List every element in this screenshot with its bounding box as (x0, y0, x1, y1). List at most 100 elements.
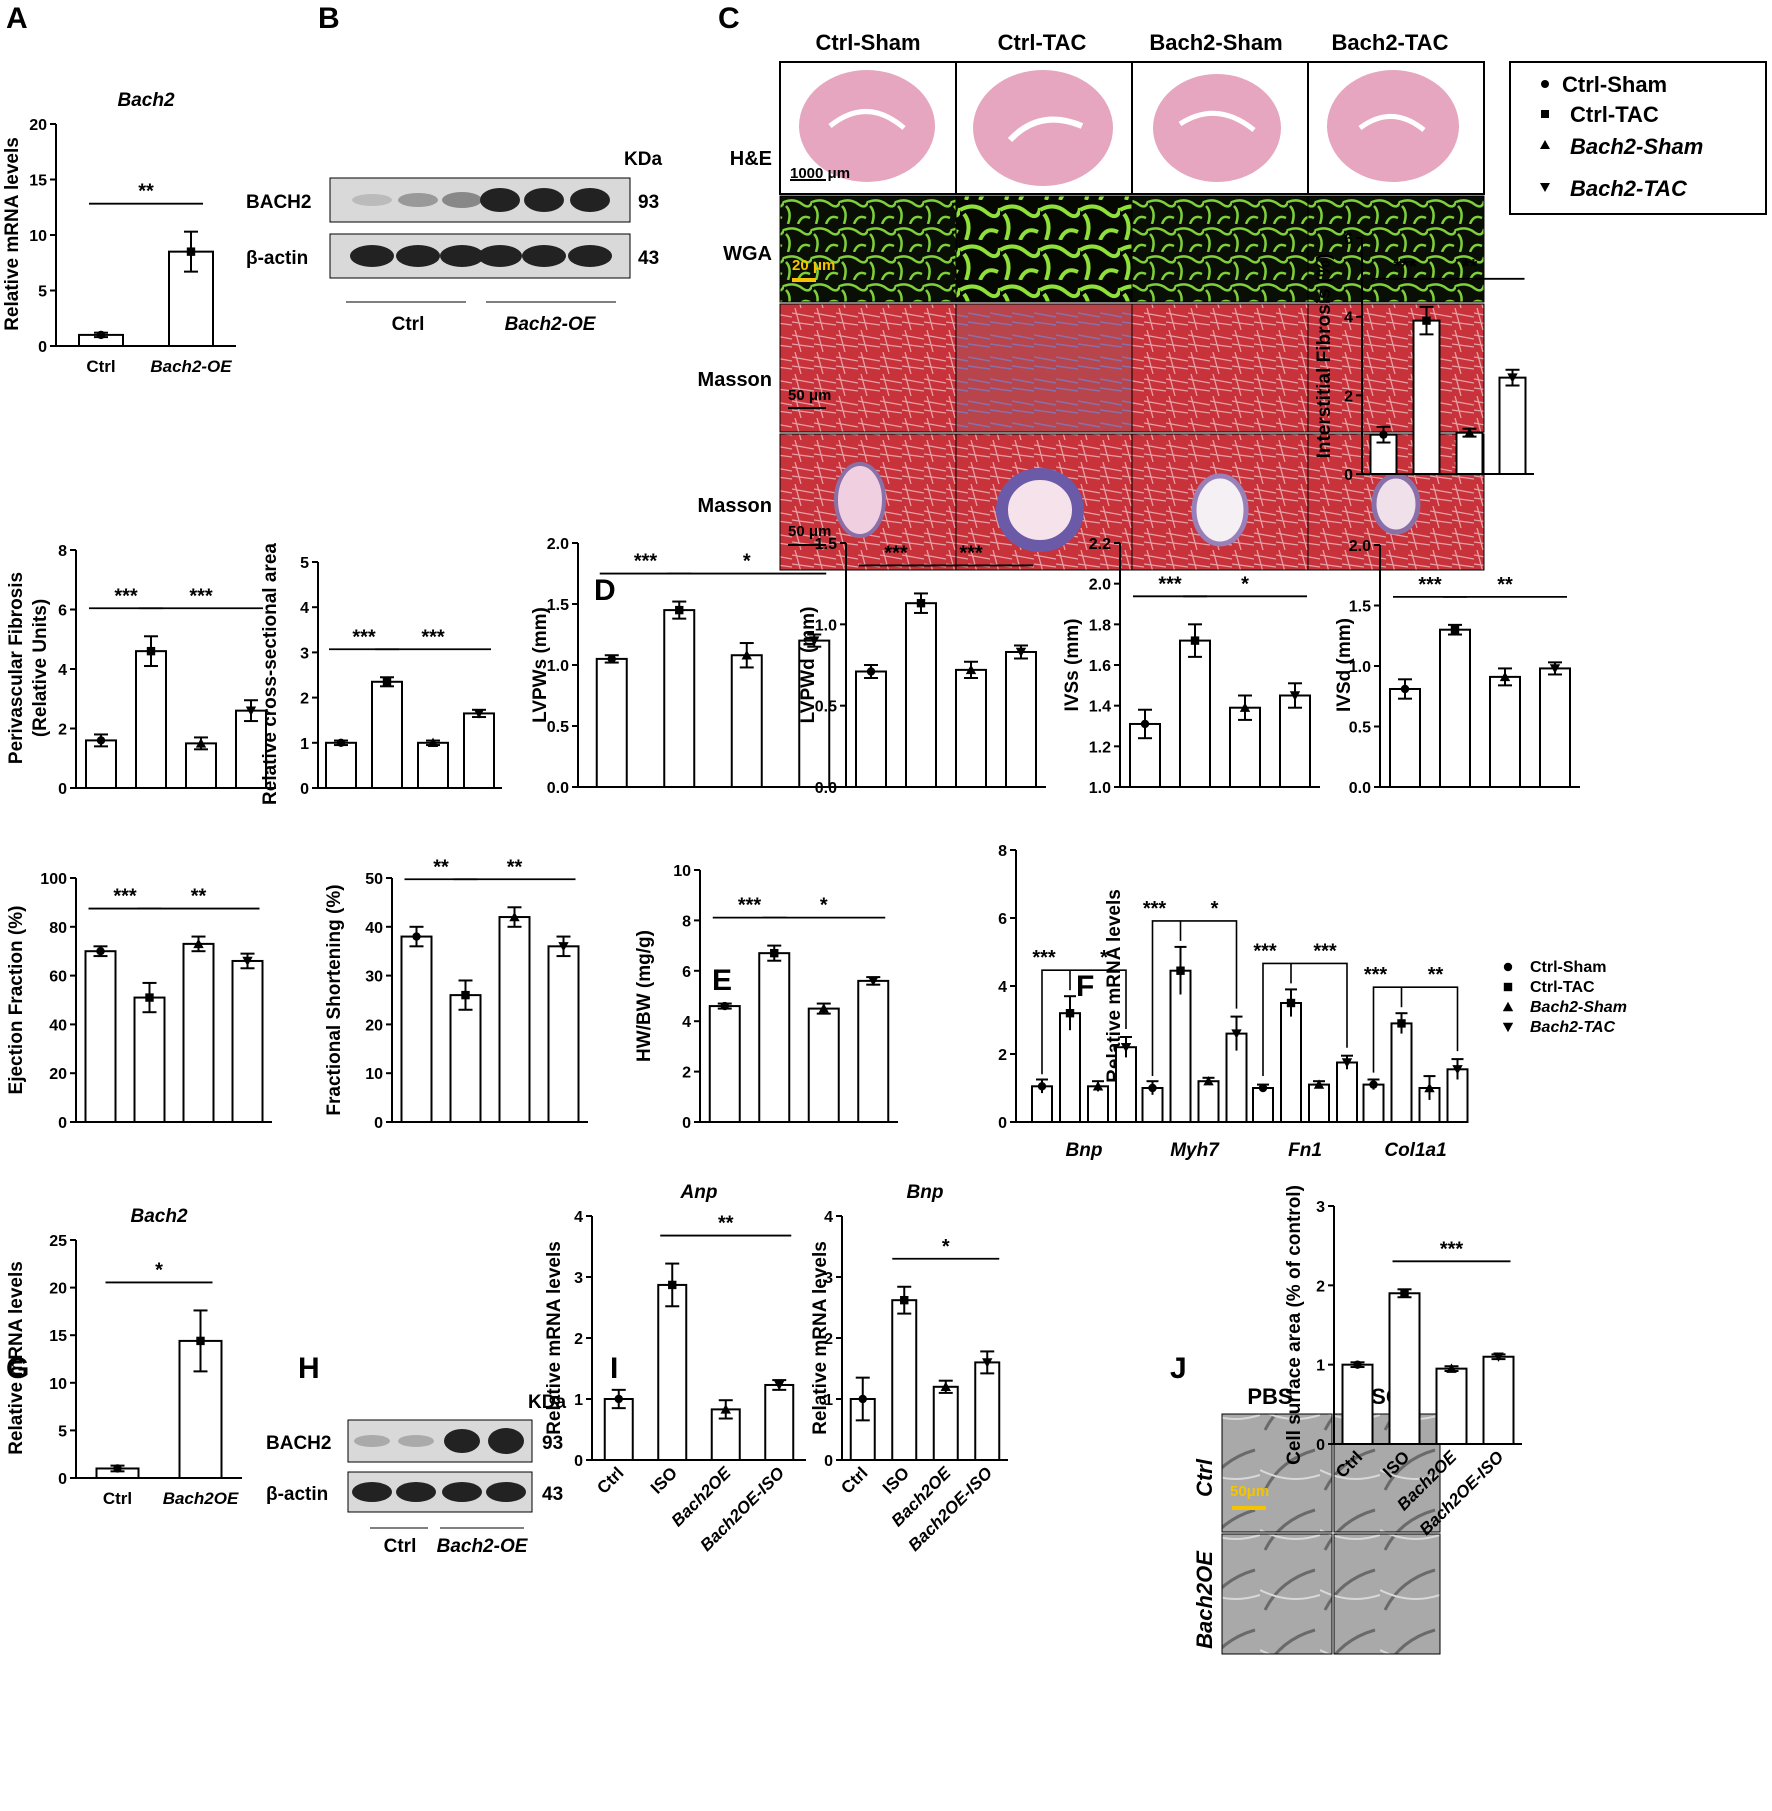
data-point (1015, 647, 1027, 658)
blot-b-size-93: 93 (638, 192, 659, 213)
y-tick-label: 0.0 (1349, 780, 1371, 797)
data-point (1140, 719, 1150, 729)
blot-h-size-43: 43 (542, 1484, 563, 1505)
x-tick-label: Ctrl (103, 1489, 132, 1508)
sig-label: *** (1032, 947, 1056, 969)
bar (1369, 433, 1398, 475)
bar (182, 942, 215, 1123)
y-tick-label: 2 (574, 1331, 583, 1348)
legend-label: Ctrl-TAC (1530, 979, 1595, 996)
data-point (382, 677, 392, 686)
y-tick-label: 5 (38, 284, 47, 301)
y-tick-label: 3 (574, 1270, 583, 1287)
bar (1279, 694, 1311, 788)
bar (1455, 431, 1484, 476)
y-tick-label: 20 (49, 1281, 67, 1298)
y-axis-label: HW/BW (mg/g) (634, 930, 655, 1062)
data-point (1176, 966, 1185, 975)
data-point (1231, 1029, 1242, 1039)
blot-h-row-actin: β-actin (266, 1484, 328, 1505)
x-tick-label: Ctrl (593, 1463, 627, 1497)
bar (235, 709, 267, 790)
y-tick-label: 0 (1316, 1437, 1325, 1454)
panel-letter-f: F (1076, 970, 1094, 1003)
bar (400, 935, 433, 1123)
y-tick-label: 60 (49, 969, 67, 986)
sig-label: ** (507, 856, 523, 878)
y-tick-label: 4 (998, 979, 1007, 996)
y-tick-label: 1 (574, 1392, 583, 1409)
data-point (245, 706, 257, 716)
legend-label: Ctrl-Sham (1530, 959, 1606, 976)
data-point (1422, 316, 1431, 325)
y-tick-label: 50 (365, 871, 383, 888)
y-tick-label: 1.0 (1089, 780, 1111, 797)
bar (807, 1007, 840, 1123)
bar (657, 1283, 688, 1462)
bar (1439, 628, 1471, 789)
y-tick-label: 2 (58, 722, 67, 739)
blot-b-kda: KDa (624, 149, 662, 170)
data-point (193, 938, 204, 949)
y-tick-label: 4 (574, 1209, 583, 1226)
data-point (866, 667, 876, 676)
bar (764, 1383, 795, 1461)
data-point (473, 709, 485, 719)
y-tick-label: 30 (365, 969, 383, 986)
bar (1308, 1083, 1330, 1123)
y-tick-label: 2 (824, 1331, 833, 1348)
data-point (1400, 1289, 1409, 1298)
data-point (146, 646, 156, 656)
data-point (858, 1394, 867, 1404)
data-point (145, 993, 154, 1002)
y-tick-label: 2 (1316, 1278, 1325, 1295)
y-tick-label: 6 (1344, 231, 1353, 248)
data-point (1148, 1083, 1157, 1093)
bar (371, 680, 403, 790)
sig-bracket (1262, 962, 1348, 1076)
y-tick-label: 3 (824, 1270, 833, 1287)
bar (547, 945, 580, 1123)
y-tick-label: 4 (682, 1014, 691, 1031)
blot-b-group-oe: Bach2-OE (505, 314, 597, 335)
y-axis-label: Cell surface area (% of control) (1284, 1185, 1305, 1465)
bar (663, 609, 696, 788)
data-point (96, 947, 105, 956)
blot-h-kda: KDa (528, 1392, 566, 1413)
data-point (1203, 1076, 1214, 1086)
y-tick-label: 1 (1316, 1358, 1325, 1375)
x-tick-label: Bach2-OE (150, 357, 232, 376)
bar (85, 739, 117, 790)
y-axis-label: (Relative Units) (30, 599, 51, 737)
sig-label: *** (114, 585, 138, 607)
sig-label: *** (1393, 256, 1417, 278)
data-point (774, 1380, 785, 1391)
bar (1389, 687, 1421, 788)
y-tick-label: 100 (40, 871, 67, 888)
data-point (1493, 1352, 1504, 1362)
micro-row-oe: Bach2OE (1192, 1550, 1217, 1649)
bar (135, 650, 167, 790)
data-point (461, 990, 470, 1000)
western-blot-b: KDa BACH2 β-actin 93 43 Ctrl Bach2-OE (246, 149, 662, 335)
data-point (1400, 684, 1410, 694)
legend-marker (1502, 1001, 1514, 1012)
legend-marker (1503, 982, 1513, 992)
bar (449, 994, 482, 1123)
bar (1229, 706, 1261, 789)
bar (855, 670, 887, 788)
y-tick-label: 0 (300, 781, 309, 798)
x-tick-label: Ctrl (837, 1463, 871, 1497)
blot-b-row-actin: β-actin (246, 248, 308, 269)
bar (1115, 1046, 1137, 1123)
data-point (916, 598, 926, 608)
data-point (1424, 1082, 1435, 1093)
y-tick-label: 4 (824, 1209, 833, 1226)
y-axis-label: Relative mRNA levels (544, 1241, 565, 1435)
sig-label: *** (1418, 574, 1442, 596)
